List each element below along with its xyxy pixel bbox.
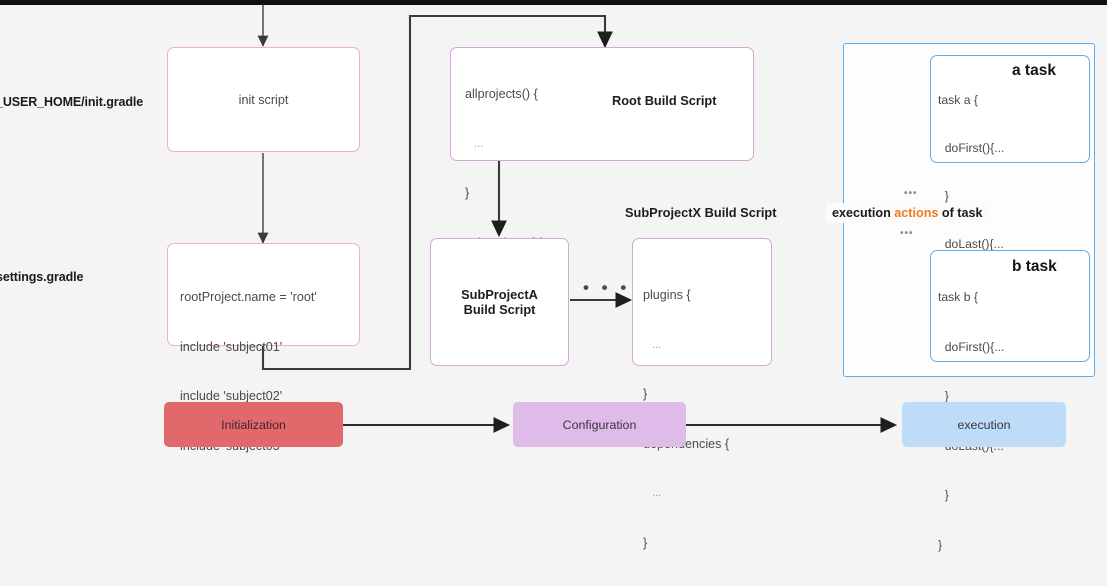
phase-configuration-label: Configuration	[562, 417, 637, 432]
subproject-x-title: SubProjectX Build Script	[625, 205, 777, 220]
top-black-bar	[0, 0, 1107, 5]
execution-actions-label: execution actions of task	[826, 203, 989, 223]
phase-execution[interactable]: execution	[902, 402, 1066, 447]
subx-line-5: }	[643, 535, 648, 550]
execution-actions-accent: actions	[894, 206, 939, 220]
settings-line-2: include 'subject02'	[180, 389, 283, 403]
phase-initialization[interactable]: Initialization	[164, 402, 343, 447]
root-line-0: allprojects() {	[465, 87, 538, 101]
taska-line-3: doLast(){...	[938, 237, 1004, 251]
init-script-label: init script	[238, 92, 289, 107]
subprojects-ellipsis: • • •	[583, 278, 631, 297]
settings-line-1: include 'subject01'	[180, 339, 283, 354]
execution-actions-prefix: execution	[832, 206, 895, 220]
root-line-1: ...	[465, 137, 484, 150]
task-a-code: task a { doFirst(){... } doLast(){... } …	[938, 60, 1004, 380]
taskb-line-5: }	[938, 537, 943, 552]
settings-gradle-code: rootProject.name = 'root' include 'subje…	[180, 256, 317, 487]
taskb-line-0: task b {	[938, 290, 978, 304]
taska-line-1: doFirst(){...	[938, 141, 1005, 155]
task-a-title: a task	[1012, 62, 1056, 79]
label-settings-gradle: settings.gradle	[0, 270, 84, 284]
subproject-a-box[interactable]	[430, 238, 569, 366]
subproject-a-title-line2: Build Script	[463, 302, 536, 317]
phase-execution-label: execution	[957, 417, 1011, 432]
taska-line-0: task a {	[938, 93, 978, 107]
subproject-x-box[interactable]	[632, 238, 772, 366]
ellipsis-above-actions: •••	[904, 188, 918, 199]
phase-initialization-label: Initialization	[221, 417, 286, 432]
task-a-box[interactable]	[930, 55, 1090, 163]
subx-line-2: }	[643, 387, 648, 401]
label-user-home-init-gradle: _USER_HOME/init.gradle	[0, 95, 144, 109]
execution-actions-suffix: of task	[938, 206, 983, 220]
root-line-2: }	[465, 186, 470, 200]
phase-configuration[interactable]: Configuration	[513, 402, 686, 447]
subx-line-0: plugins {	[643, 288, 691, 302]
subx-line-4: ...	[643, 487, 662, 499]
taskb-line-1: doFirst(){...	[938, 339, 1005, 354]
task-b-box[interactable]	[930, 250, 1090, 362]
subx-line-1: ...	[643, 338, 662, 351]
taskb-line-4: }	[938, 488, 949, 502]
diagram-canvas: _USER_HOME/init.gradle settings.gradle i…	[0, 0, 1107, 552]
settings-line-0: rootProject.name = 'root'	[180, 290, 317, 304]
root-build-script-box[interactable]	[450, 47, 754, 161]
init-script-box[interactable]	[167, 47, 360, 152]
ellipsis-below-actions: •••	[900, 228, 914, 239]
taskb-line-2: }	[938, 389, 949, 403]
settings-gradle-box[interactable]	[167, 243, 360, 346]
task-b-title: b task	[1012, 258, 1057, 275]
subproject-a-title: SubProjectA Build Script	[430, 238, 569, 366]
root-build-script-title: Root Build Script	[612, 93, 717, 108]
taska-line-2: }	[938, 189, 949, 203]
subproject-a-title-line1: SubProjectA	[461, 287, 538, 302]
